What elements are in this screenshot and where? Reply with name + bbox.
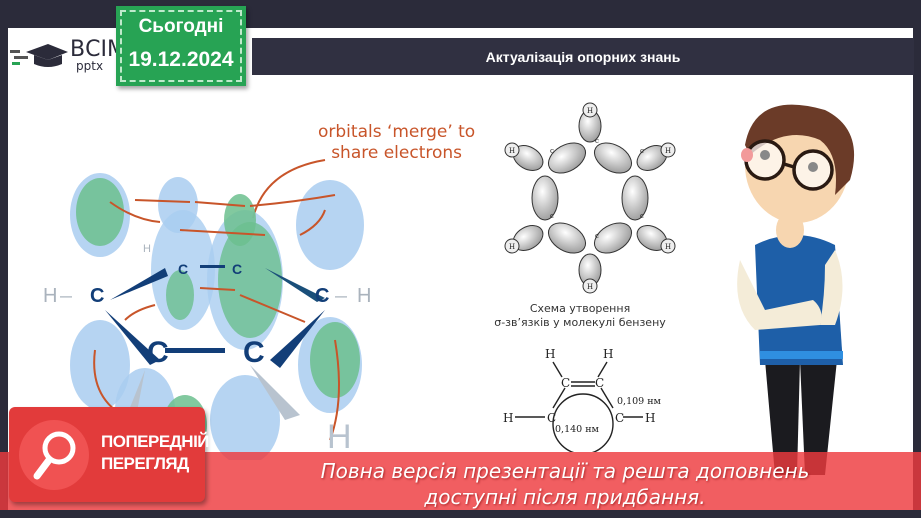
ch-bond-length: 0,109 нм [617, 396, 662, 407]
svg-text:H: H [143, 243, 151, 255]
logo-subtext: pptx [76, 59, 104, 73]
preview-badge-label: ПОПЕРЕДНІЙ ПЕРЕГЛЯД [101, 431, 210, 475]
sigma-bond-diagram: H H H H H H c c c c c c [504, 102, 676, 294]
svg-text:C: C [615, 411, 624, 425]
svg-text:C: C [547, 411, 556, 425]
orbital-annotation-line1: orbitals ‘merge’ to [318, 122, 476, 142]
svg-text:c: c [595, 137, 599, 145]
benzene-structural-formula: H H C C H C C H 0,109 нм 0,140 нм [503, 347, 662, 452]
date-badge: Сьогодні 19.12.2024 [116, 6, 246, 86]
date-value: 19.12.2024 [128, 48, 234, 71]
svg-text:c: c [550, 212, 554, 220]
svg-text:c: c [640, 212, 644, 220]
svg-text:H: H [509, 147, 515, 155]
svg-text:C: C [561, 376, 570, 390]
preview-message: Повна версія презентації та решта доповн… [250, 458, 880, 510]
thinking-boy-illustration [737, 104, 855, 475]
svg-text:C: C [315, 285, 329, 307]
badge-line2: ПЕРЕГЛЯД [101, 454, 189, 473]
preview-badge[interactable]: ПОПЕРЕДНІЙ ПЕРЕГЛЯД [9, 407, 210, 502]
svg-text:C: C [243, 336, 265, 369]
vsim-logo: ВСІМ pptx [10, 38, 126, 73]
svg-text:C: C [147, 336, 169, 369]
svg-text:C: C [232, 261, 242, 277]
svg-text:H: H [665, 147, 671, 155]
date-badge-border [120, 10, 242, 82]
svg-text:H: H [509, 243, 515, 251]
svg-text:H: H [357, 285, 371, 307]
sigma-caption-line2: σ-зв’язків у молекулі бензену [494, 316, 666, 329]
svg-text:H: H [545, 347, 555, 361]
svg-text:H: H [603, 347, 613, 361]
sigma-caption: Схема утворення σ-зв’язків у молекулі бе… [490, 302, 670, 330]
cc-bond-length: 0,140 нм [555, 424, 600, 435]
orbital-annotation-line2: share electrons [331, 143, 463, 163]
slide-title: Актуалізація опорних знань [485, 48, 681, 65]
magnifier-icon [33, 431, 76, 480]
svg-text:H: H [587, 283, 593, 291]
svg-text:H: H [327, 418, 352, 456]
svg-text:c: c [595, 232, 599, 240]
date-label: Сьогодні [138, 16, 224, 37]
svg-text:—: — [335, 289, 347, 303]
orbital-annotation: orbitals ‘merge’ to share electrons [318, 122, 475, 164]
sigma-caption-line1: Схема утворення [529, 302, 631, 315]
preview-message-line1: Повна версія презентації та решта доповн… [320, 459, 810, 483]
svg-text:—: — [60, 289, 72, 303]
slide-title-bar: Актуалізація опорних знань [252, 38, 914, 75]
preview-message-line2: доступні після придбання. [424, 485, 706, 509]
svg-text:H: H [43, 285, 57, 307]
svg-text:H: H [645, 411, 655, 425]
svg-text:H: H [503, 411, 513, 425]
badge-line1: ПОПЕРЕДНІЙ [101, 432, 210, 451]
svg-text:H: H [587, 107, 593, 115]
svg-text:c: c [640, 147, 644, 155]
svg-text:c: c [550, 147, 554, 155]
graduation-cap-icon [10, 44, 68, 67]
bottom-frame [0, 510, 921, 518]
svg-text:C: C [595, 376, 604, 390]
svg-text:C: C [178, 261, 188, 277]
badge-circle [19, 420, 89, 490]
svg-text:C: C [90, 285, 104, 307]
svg-text:H: H [665, 243, 671, 251]
